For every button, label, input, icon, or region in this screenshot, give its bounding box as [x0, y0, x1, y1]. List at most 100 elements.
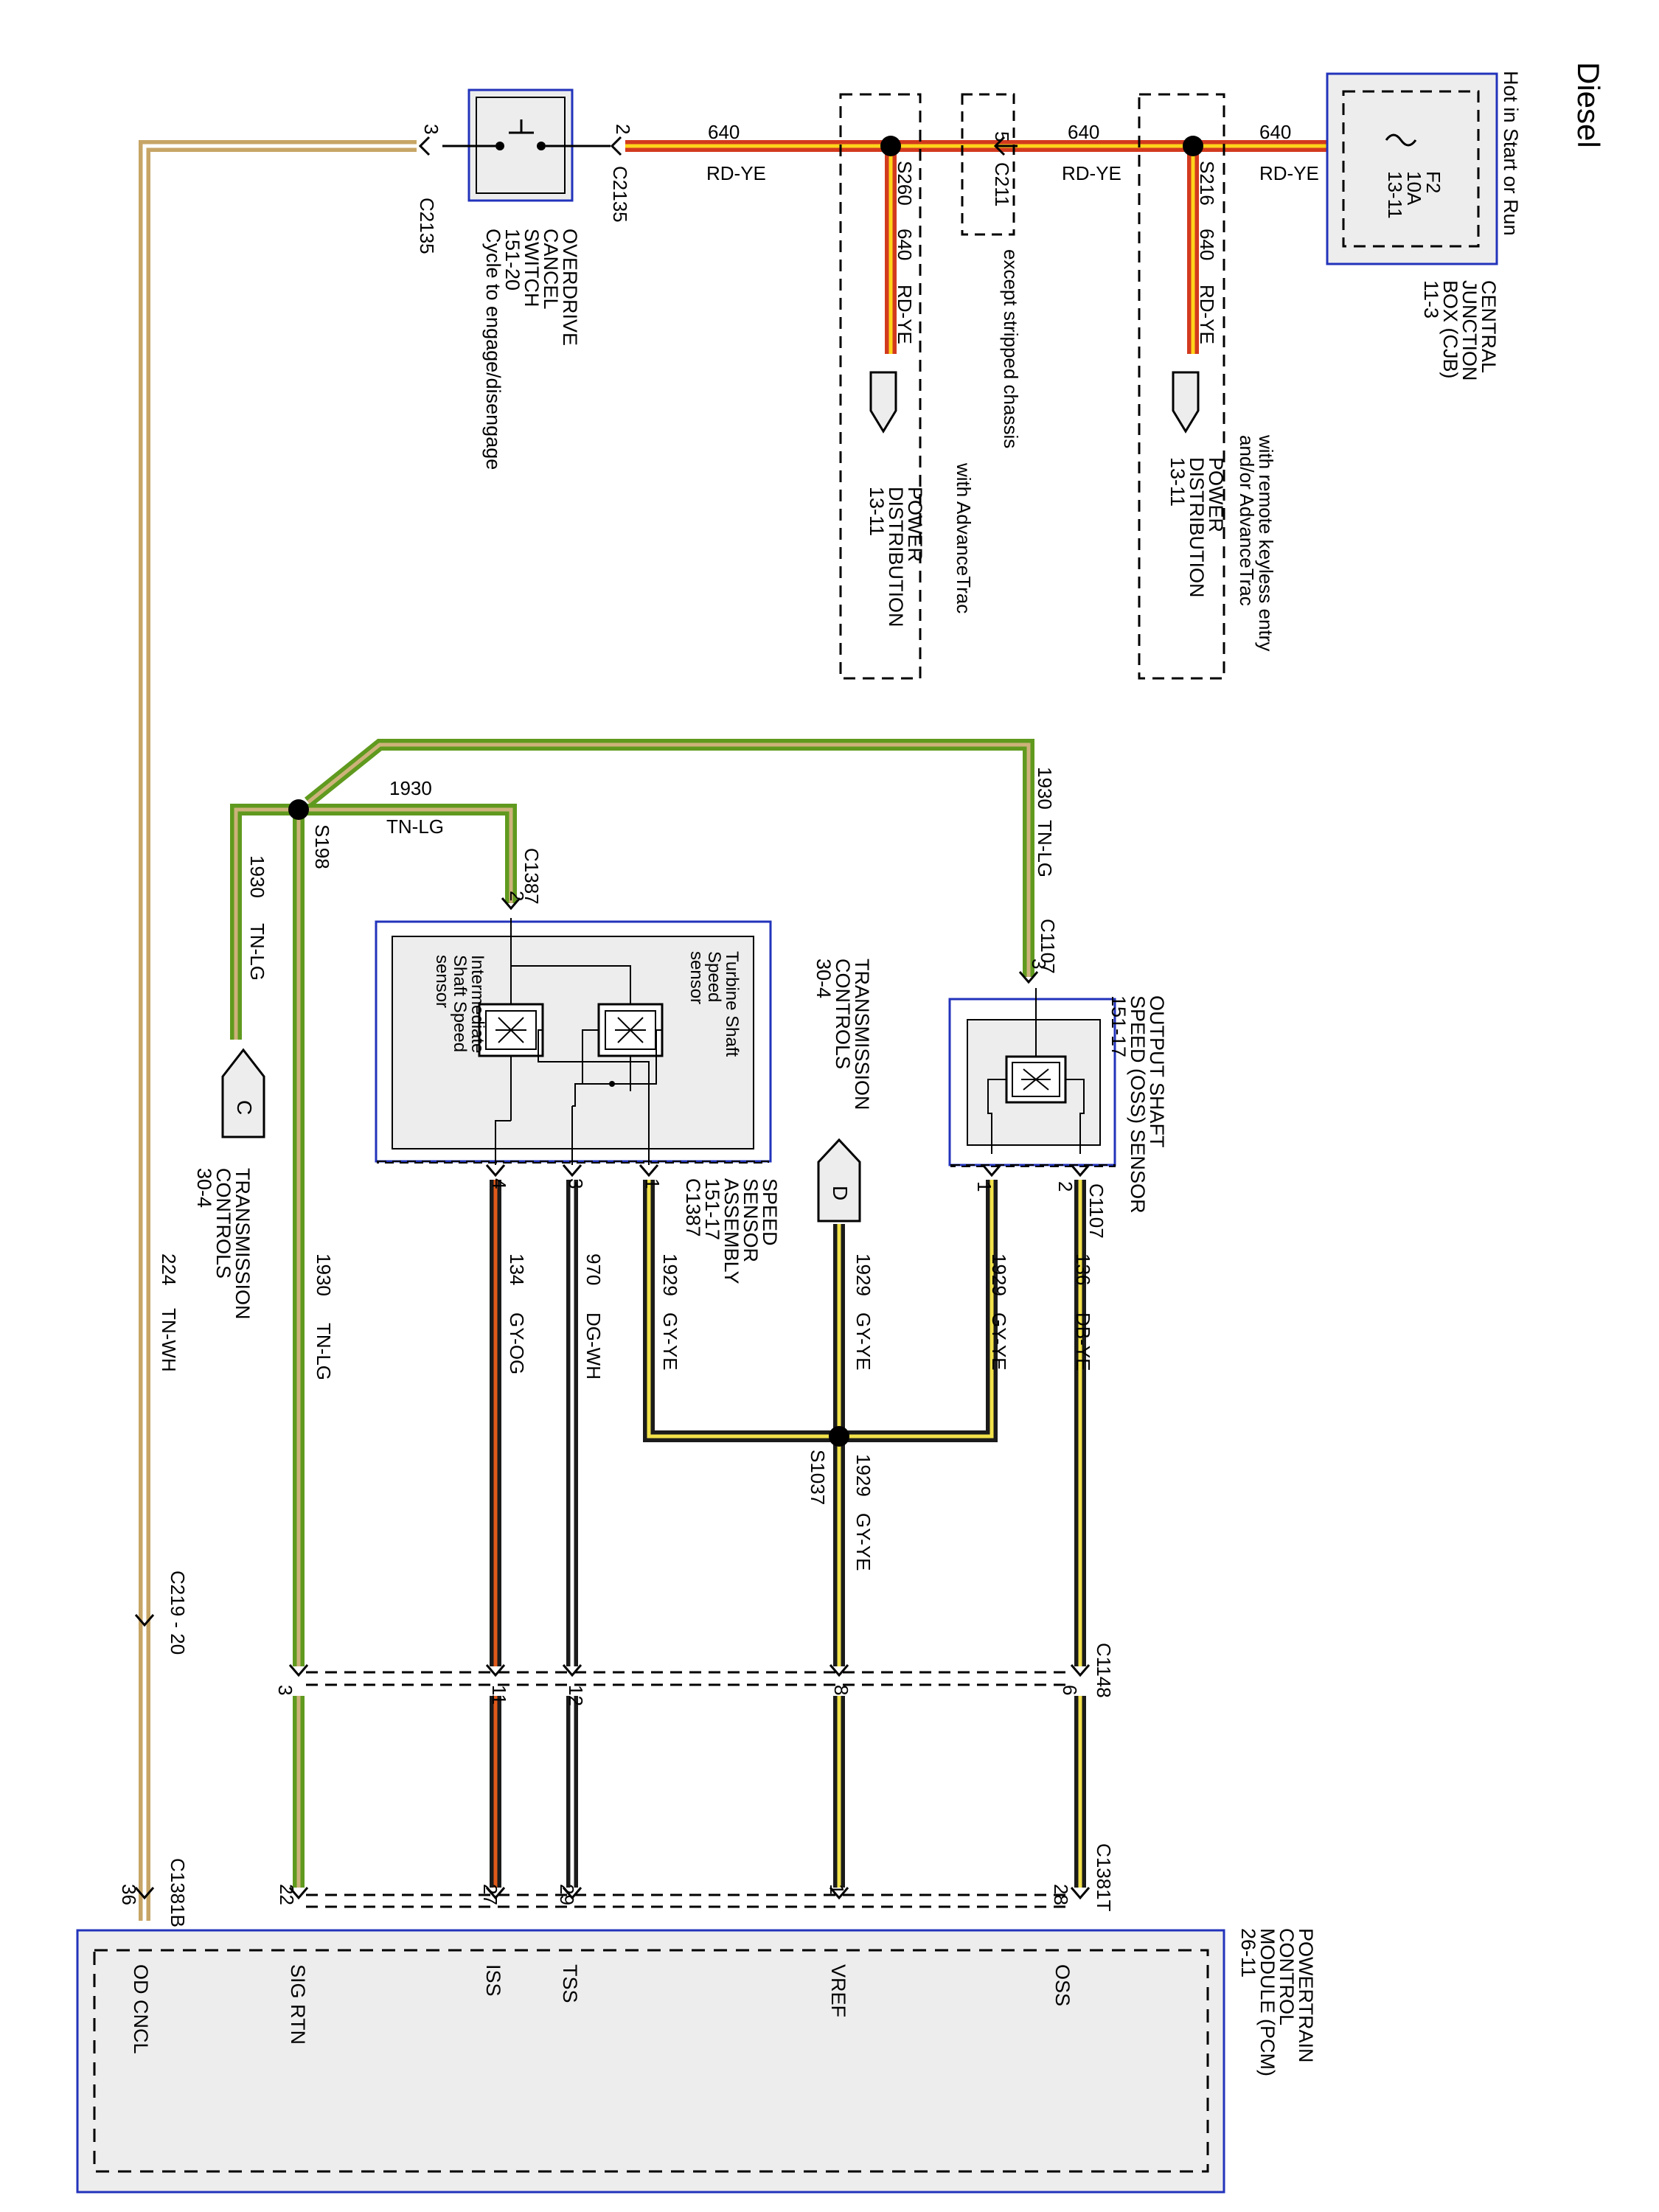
speed-sensor-title: SPEED	[759, 1178, 781, 1246]
wire-1930-s198-color: TN-LG	[386, 815, 444, 838]
wire-1929-s1037-color: GY-YE	[852, 1513, 874, 1571]
c211-option-box	[961, 93, 1015, 236]
wire-1930-oss-run	[304, 739, 1034, 977]
intermediate-label-3: sensor	[432, 955, 452, 1008]
wire-1930-pcm-circuit: 1930	[313, 1253, 335, 1296]
output-shaft-speed-sensor	[948, 988, 1116, 1166]
c211-note: except stripped chassis	[1000, 249, 1022, 448]
splice-s198	[288, 799, 309, 820]
c1107-top-label: C1107	[1037, 919, 1059, 974]
wire-layer	[134, 140, 1327, 1921]
c1381b-label: C1381B	[167, 1858, 189, 1927]
fuse-ref: 13-11	[1384, 171, 1406, 219]
c211-connector-icon	[993, 136, 1018, 156]
c1148-sig-arrow	[288, 1664, 309, 1677]
cjb-ref: 11-3	[1420, 280, 1442, 319]
c1107-bottom-label: C1107	[1085, 1183, 1107, 1239]
wire-224-od-cancel	[139, 140, 417, 1921]
speed-sensor-pin-1: 1	[641, 1178, 664, 1189]
page-title: Diesel	[1571, 62, 1606, 148]
wire-1929-oss-stripe	[647, 1180, 994, 1439]
speed-pin-1-arrow	[639, 1164, 659, 1178]
speed-sensor-title-2: SENSOR	[740, 1178, 762, 1262]
c211-label: C211	[991, 162, 1013, 206]
pcm-title-2: CONTROL	[1276, 1928, 1298, 2025]
wire-1929-d-circuit: 1929	[852, 1253, 874, 1296]
pcm-pin-tss: 29	[556, 1884, 578, 1905]
od-switch-title-3: SWITCH	[521, 229, 543, 307]
wire-224-color: TN-WH	[158, 1308, 180, 1372]
trans-controls-lower: TRANSMISSION	[232, 1168, 254, 1320]
trans-controls-lower-2: CONTROLS	[212, 1168, 234, 1279]
oss-pin-2: 2	[1054, 1181, 1077, 1192]
speed-pin-4-arrow	[485, 1164, 506, 1178]
turbine-label: Turbine Shaft	[722, 951, 742, 1057]
od-switch-title-2: CANCEL	[540, 229, 562, 310]
wire-1930-s198-circuit: 1930	[389, 777, 432, 799]
c1107-top-arrow	[1018, 971, 1039, 984]
c1148-pin-tss: 12	[565, 1685, 587, 1706]
wire-1930-speed-drop	[230, 804, 517, 1040]
c1148-pin-sig: 3	[274, 1685, 296, 1695]
speed-sensor-pin-4: 4	[488, 1178, 510, 1189]
pcm-oss-arrow	[1070, 1887, 1091, 1900]
wire-1929-d-color: GY-YE	[852, 1312, 874, 1371]
power-dist-left-ref: 13-11	[866, 487, 888, 536]
rke-note-2: and/or AdvanceTrac	[1236, 435, 1258, 606]
pcm-pin-vref: 1	[826, 1884, 848, 1894]
pcm-tss-arrow	[562, 1887, 582, 1900]
c1148-pin-oss: 6	[1059, 1685, 1081, 1695]
c1387-bottom-label: C1387	[682, 1178, 704, 1237]
offpage-c-terminal	[221, 1048, 265, 1138]
pcm-title: POWERTRAIN	[1295, 1928, 1317, 2063]
pcm-vref-label: VREF	[827, 1964, 849, 2017]
wire-134-circuit: 134	[506, 1253, 528, 1285]
power-dist-right-terminal	[1172, 371, 1200, 434]
turbine-sensor-element	[597, 1003, 664, 1057]
power-dist-right-ref: 13-11	[1166, 457, 1189, 507]
wire-1929-oss	[643, 1180, 998, 1442]
splice-s1037	[829, 1426, 849, 1447]
wire-1930-c-circuit: 1930	[246, 855, 268, 898]
pcm-oss-label: OSS	[1051, 1964, 1074, 2006]
intermediate-label: Intermediate	[467, 955, 487, 1053]
wire-640-s216-color: RD-YE	[1196, 285, 1218, 344]
oss-pin-1-arrow	[981, 1164, 1002, 1178]
wire-970-color: DG-WH	[582, 1312, 605, 1380]
wire-640-s260-circuit: 640	[894, 229, 916, 260]
speed-sensor-pin-3: 3	[565, 1178, 587, 1189]
c2135-label-out: C2135	[416, 198, 438, 254]
c1381t-label: C1381T	[1093, 1843, 1115, 1912]
od-switch-ref: 151-20	[501, 229, 524, 291]
pcm-od-arrow	[134, 1887, 155, 1900]
wire-1930-oss-run-stripe	[307, 742, 1031, 977]
offpage-d-label: D	[829, 1186, 852, 1200]
wire-1930-c-color: TN-LG	[246, 923, 268, 981]
pcm-connector-outline	[306, 1893, 1069, 1908]
wire-1929-speed-circuit: 1929	[659, 1253, 681, 1296]
trans-controls-upper-2: CONTROLS	[832, 959, 854, 1069]
oss-title: OUTPUT SHAFT	[1146, 995, 1168, 1148]
wire-640-s216-circuit: 640	[1196, 229, 1218, 260]
wire-1929-s1037-circuit: 1929	[852, 1454, 874, 1497]
pcm-title-3: MODULE (PCM)	[1256, 1928, 1279, 2076]
speed-sensor-title-3: ASSEMBLY	[720, 1178, 742, 1284]
fuse-id: F2	[1422, 171, 1444, 193]
oss-title-2: SPEED (OSS) SENSOR	[1127, 995, 1149, 1214]
trans-controls-lower-ref: 30-4	[193, 1168, 215, 1208]
oss-c1107-bottom-dash	[950, 1164, 1116, 1167]
splice-s216	[1183, 136, 1203, 156]
pcm-ref: 26-11	[1237, 1928, 1259, 1978]
hot-in-start-label: Hot in Start or Run	[1500, 71, 1522, 236]
wire-136-circuit: 136	[1072, 1253, 1094, 1285]
offpage-c-label: C	[233, 1100, 256, 1115]
wire-1930-oss-color: TN-LG	[1034, 820, 1056, 877]
wire-640-s260-color: RD-YE	[894, 285, 916, 344]
advancetrac-note: with AdvanceTrac	[953, 462, 975, 613]
power-dist-right-title-2: DISTRIBUTION	[1186, 457, 1208, 598]
powertrain-control-module	[76, 1929, 1225, 2194]
wire-1929-speed-color: GY-YE	[659, 1312, 681, 1371]
c2135-label-in: C2135	[609, 166, 631, 223]
trans-controls-upper-ref: 30-4	[813, 959, 835, 998]
splice-s260	[880, 136, 901, 156]
